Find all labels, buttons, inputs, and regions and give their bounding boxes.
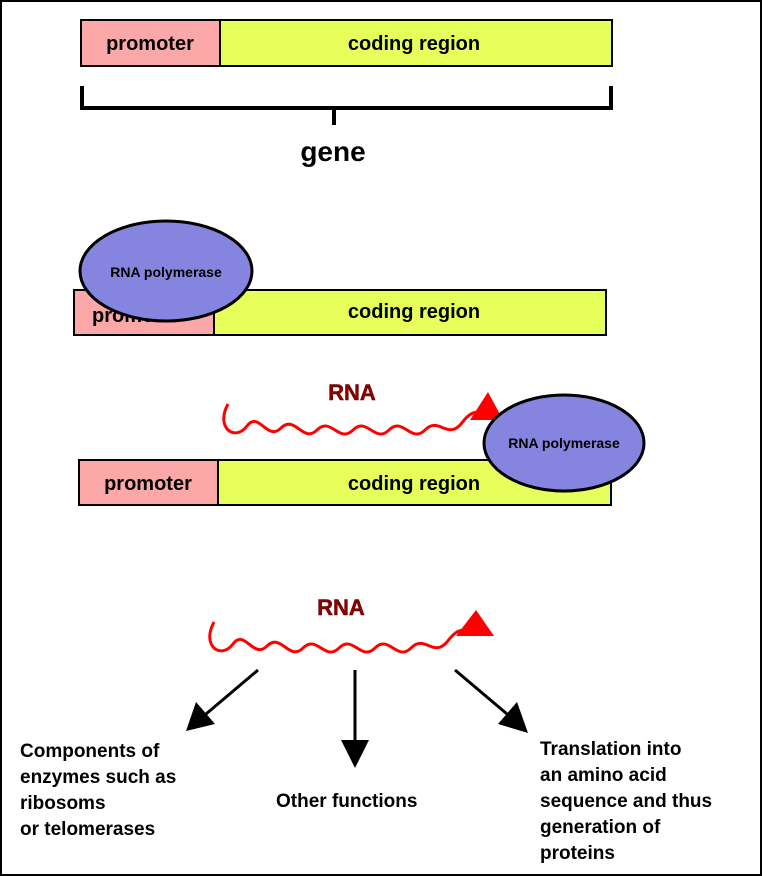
outcome-line: or telomerases <box>20 819 155 840</box>
promoter-label: promoter <box>104 473 192 495</box>
outcome-translation: Translation into an amino acid sequence … <box>540 739 717 864</box>
transcription-row: RNA promoter coding region RNA polymeras… <box>78 380 646 506</box>
rna-polymerase-label: RNA polymerase <box>508 435 620 451</box>
promoter-box <box>78 459 219 506</box>
outcome-line: an amino acid <box>540 765 667 786</box>
gene-bracket <box>80 86 613 125</box>
outcome-line: ribosoms <box>20 793 106 814</box>
binding-row: promoter coding region RNA polymerase <box>73 219 607 336</box>
arrow-left-shaft <box>205 668 259 716</box>
arrow-right-head <box>498 702 528 733</box>
arrow-center-head <box>341 740 369 768</box>
rna-polymerase <box>78 219 254 323</box>
gene-row: promoter coding region gene <box>80 19 613 167</box>
outcome-line: Translation into <box>540 739 681 760</box>
outcome-line: generation of <box>540 817 661 838</box>
rna-label: RNA <box>317 595 365 620</box>
outcome-enzymes: Components of enzymes such as ribosoms o… <box>20 741 182 840</box>
outcome-line: sequence and thus <box>540 791 712 812</box>
rna-arrowhead <box>470 392 503 420</box>
rna-label: RNA <box>328 380 376 405</box>
coding-region-label: coding region <box>348 33 480 55</box>
coding-region-label: coding region <box>348 301 480 323</box>
rna-polymerase-label: RNA polymerase <box>110 264 222 280</box>
promoter-box <box>80 19 221 67</box>
outcome-line: Components of <box>20 741 160 762</box>
coding-region-box <box>219 19 613 67</box>
gene-label: gene <box>300 136 365 167</box>
outcome-line: Other functions <box>276 791 417 812</box>
outcome-line: enzymes such as <box>20 767 176 788</box>
rna-arrowhead <box>456 610 494 636</box>
rna-strand <box>208 621 465 654</box>
rna-strand <box>222 403 479 436</box>
promoter-label: promoter <box>106 33 194 55</box>
rna-functions-row: RNA Components of enzymes such as riboso… <box>20 595 717 864</box>
rna-polymerase <box>482 393 646 493</box>
arrow-left-head <box>186 702 215 731</box>
coding-region-label: coding region <box>348 473 480 495</box>
outcome-line: proteins <box>540 843 615 864</box>
arrow-right-shaft <box>454 668 508 716</box>
outcome-other: Other functions <box>276 791 417 812</box>
